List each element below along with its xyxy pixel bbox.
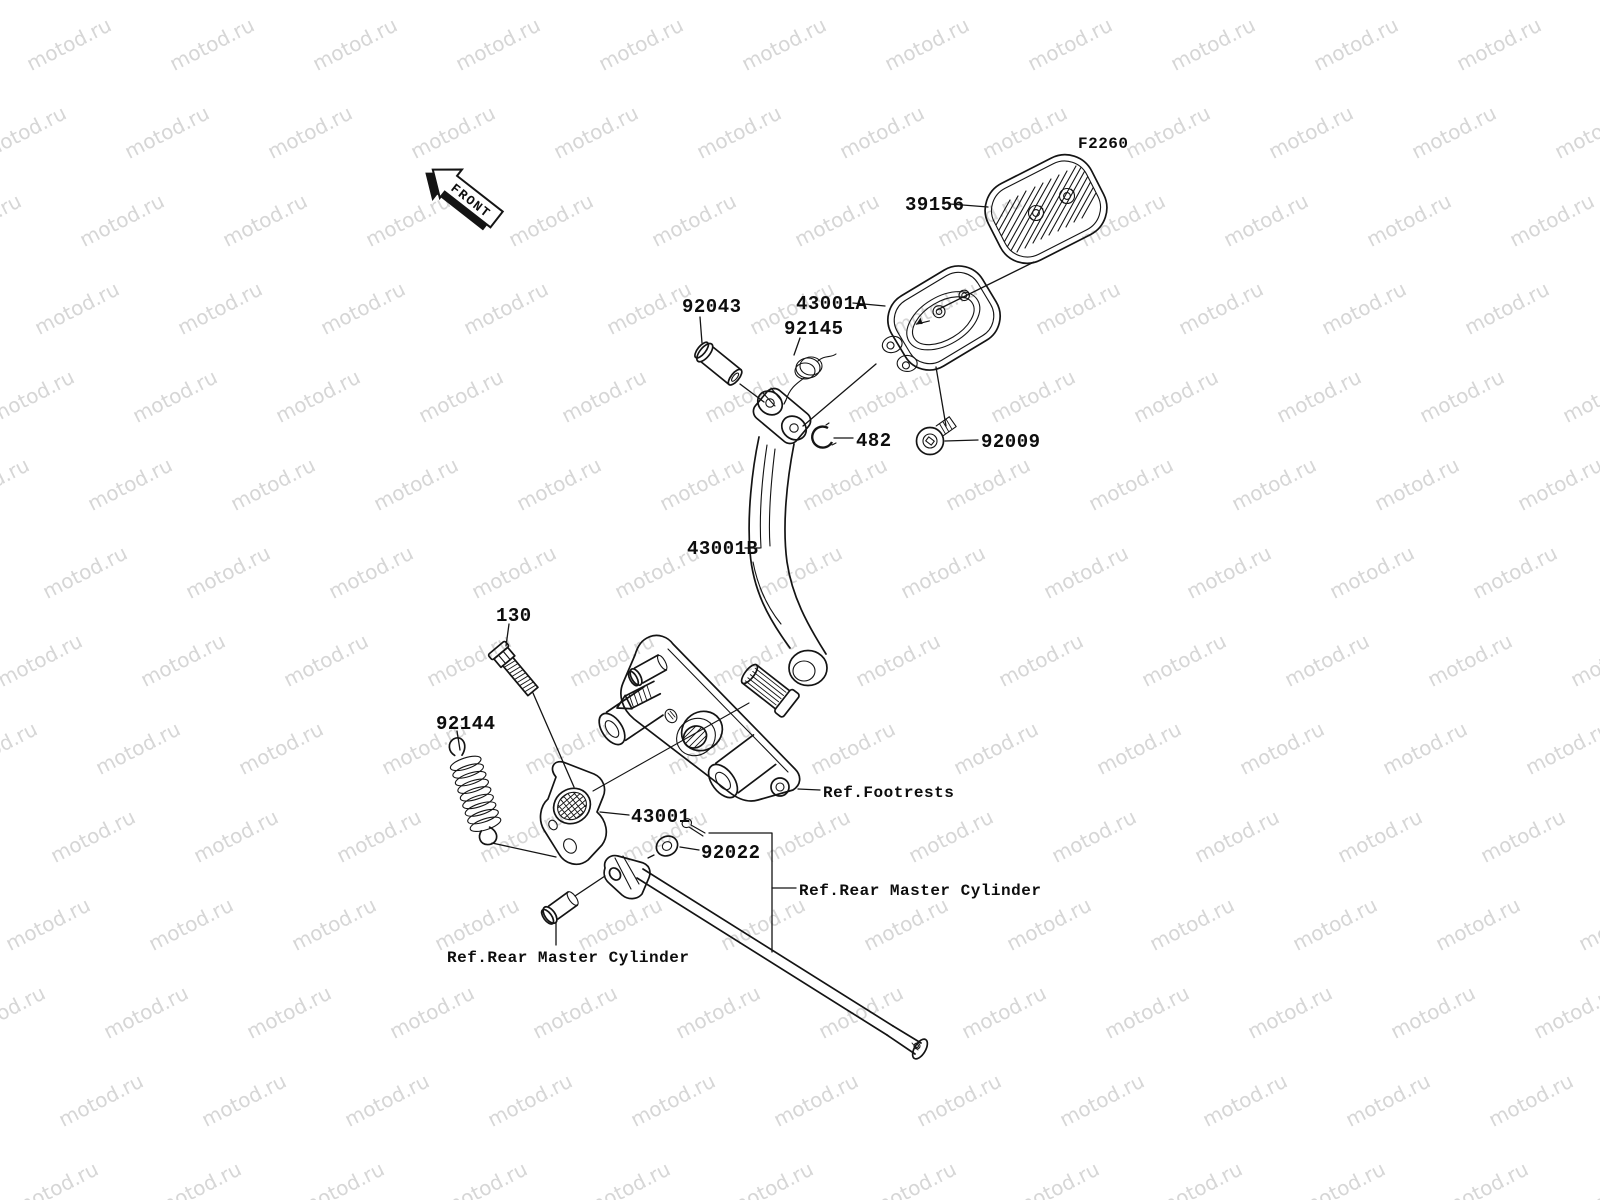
part-label-43001: 43001: [631, 806, 691, 828]
part-label-43001B: 43001B: [687, 538, 758, 560]
bracket-bushing-left: [598, 686, 664, 746]
return-spring-92144: [448, 737, 502, 846]
flanged-bolt-130: [487, 640, 539, 697]
pedal-footplate-43001A: [881, 265, 1001, 373]
master-cylinder-pushrod: [636, 868, 929, 1060]
pad-stud: [1027, 204, 1045, 222]
pad-bolt-92009: [915, 416, 957, 456]
direction-arrowhead: [916, 317, 923, 325]
pedal-arm-splined-shaft: [740, 663, 800, 718]
ref-label-rear-master-cylinder-lower: Ref.Rear Master Cylinder: [447, 949, 689, 967]
circlip-482: [811, 422, 837, 449]
part-label-43001A: 43001A: [796, 293, 868, 315]
pedal-spring-92145: [785, 353, 837, 401]
pedal-shaft-lever-43001: [539, 760, 929, 1060]
cotter-pin: [681, 818, 706, 837]
pad-stud: [1058, 187, 1076, 205]
part-label-130: 130: [496, 605, 532, 627]
part-label-482: 482: [856, 430, 892, 452]
leader-lines: [456, 203, 1035, 953]
lever-spline-knurl: [552, 786, 592, 826]
figure-code-label: F2260: [1078, 135, 1129, 153]
part-label-92009: 92009: [981, 431, 1041, 453]
washer-92022: [655, 835, 679, 857]
pedal-arm-43001B: [740, 387, 828, 718]
clevis-pin-lower: [540, 891, 579, 925]
pedal-pad-39156: [982, 152, 1110, 266]
part-label-92144: 92144: [436, 713, 496, 735]
part-label-92043: 92043: [682, 296, 742, 318]
bracket-bushing-lower: [707, 734, 777, 799]
bracket-pointed-bolt: [616, 680, 662, 710]
footrest-bracket-ref: [598, 634, 801, 802]
bracket-stud-pin: [627, 654, 668, 687]
ref-label-footrests: Ref.Footrests: [823, 784, 954, 802]
front-arrow-face: [431, 168, 505, 229]
part-label-39156: 39156: [905, 194, 965, 216]
front-direction-arrow: FRONT: [425, 168, 505, 231]
pushrod-clevis: [603, 854, 651, 900]
part-label-92022: 92022: [701, 842, 761, 864]
ref-label-rear-master-cylinder-upper: Ref.Rear Master Cylinder: [799, 882, 1041, 900]
pivot-pin-92043: [694, 341, 743, 386]
part-label-92145: 92145: [784, 318, 844, 340]
bracket-pivot-bushing: [676, 710, 724, 757]
